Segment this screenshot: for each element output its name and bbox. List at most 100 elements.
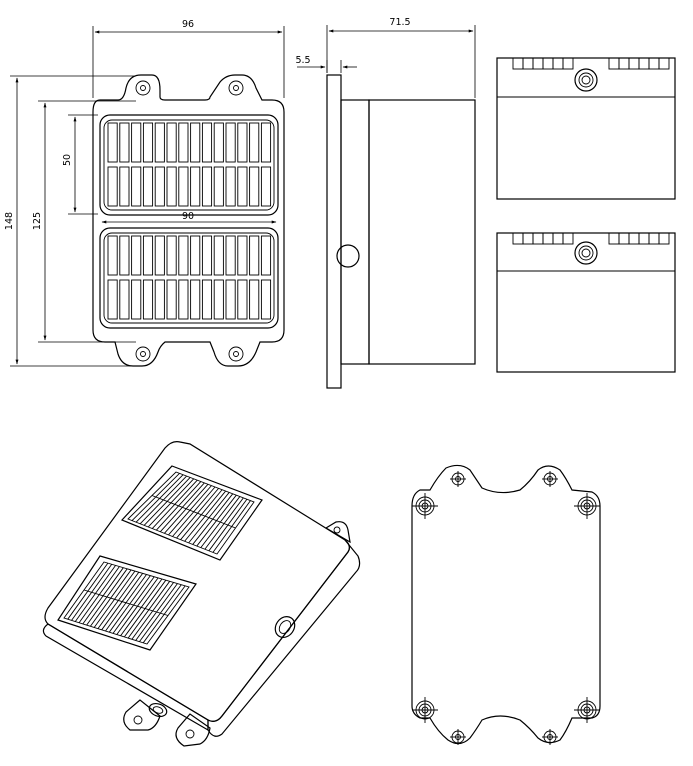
solar-cell: [237, 279, 248, 320]
top-view-upper: [496, 57, 676, 200]
iso-left-face: [42, 623, 209, 732]
solar-cell: [178, 279, 189, 320]
iso-cable-gland: [274, 616, 296, 638]
dim-label-96: 96: [182, 19, 194, 30]
solar-panel-top: [99, 114, 279, 216]
solar-cell: [237, 235, 248, 276]
iso-solar-cells-upper: [131, 473, 251, 553]
front-view: 96 148 125 50 90: [4, 19, 285, 367]
solar-cell: [190, 166, 201, 207]
solar-cell: [237, 166, 248, 207]
solar-cell: [260, 122, 272, 163]
solar-cell: [201, 122, 213, 163]
solar-panel-bottom: [99, 227, 279, 329]
dim-label-71-5: 71.5: [389, 17, 410, 28]
solar-cell: [225, 235, 236, 276]
bottom-hole-bl: [412, 697, 438, 723]
solar-cell: [154, 166, 165, 207]
solar-cell: [142, 279, 154, 320]
top-view-lower-outline: [496, 232, 676, 373]
solar-cell: [107, 279, 118, 320]
solar-cell: [178, 235, 189, 276]
solar-cell: [260, 166, 272, 207]
solar-cell: [213, 279, 224, 320]
iso-front-face: [207, 539, 361, 737]
solar-cell: [225, 166, 236, 207]
bottom-view-outline: [411, 464, 601, 745]
dim-label-90: 90: [182, 211, 194, 222]
solar-cell: [154, 235, 165, 276]
dim-label-125: 125: [32, 212, 43, 230]
solar-cell: [178, 166, 189, 207]
top-view-lower-gland: [574, 241, 598, 265]
top-view-upper-outline: [496, 57, 676, 200]
iso-mount-tab-front-right: [175, 713, 211, 747]
iso-bottom-gland: [148, 702, 168, 718]
solar-cell: [213, 235, 224, 276]
bottom-ear-hole-top-right: [542, 471, 558, 487]
solar-cell: [260, 235, 272, 276]
solar-cell: [225, 122, 236, 163]
solar-cell: [260, 279, 272, 320]
iso-solar-panel-lower: [57, 555, 197, 651]
side-lid: [340, 99, 370, 365]
top-view-lower: [496, 232, 676, 373]
solar-cell: [142, 235, 154, 276]
solar-cell: [213, 166, 224, 207]
bottom-hole-tr: [574, 493, 600, 519]
solar-cell: [249, 279, 260, 320]
solar-cell: [131, 122, 142, 163]
side-flange: [326, 74, 342, 389]
solar-cell: [119, 235, 130, 276]
side-body: [368, 99, 476, 365]
bottom-hole-tl: [412, 493, 438, 519]
solar-cell: [190, 235, 201, 276]
solar-cell: [107, 166, 118, 207]
bottom-mount-view: [411, 464, 601, 745]
solar-cell: [237, 122, 248, 163]
bottom-ear-hole-bottom-left: [450, 729, 466, 745]
mount-hole-top-left: [135, 80, 151, 96]
solar-cell: [201, 235, 213, 276]
solar-cell: [142, 166, 154, 207]
isometric-view: [42, 441, 361, 747]
solar-cell: [131, 279, 142, 320]
solar-cell: [249, 122, 260, 163]
solar-cell: [190, 122, 201, 163]
top-view-upper-gland: [574, 68, 598, 92]
iso-mount-tab-back: [324, 521, 351, 544]
mount-hole-top-right: [228, 80, 244, 96]
iso-solar-panel-upper: [120, 465, 263, 561]
solar-cell: [107, 122, 118, 163]
dim-label-50: 50: [62, 154, 73, 166]
solar-cell: [131, 235, 142, 276]
solar-cell: [142, 122, 154, 163]
solar-cells-top: [107, 122, 272, 207]
dim-label-5-5: 5.5: [295, 55, 310, 66]
solar-cell: [166, 235, 177, 276]
side-view: 71.5 5.5: [295, 17, 476, 389]
dim-label-148: 148: [4, 212, 15, 230]
solar-cell: [201, 279, 213, 320]
solar-cell: [154, 122, 165, 163]
solar-cell: [249, 235, 260, 276]
iso-solar-cells-lower: [67, 562, 186, 644]
solar-cell: [213, 122, 224, 163]
solar-cell: [119, 122, 130, 163]
bottom-hole-br: [574, 697, 600, 723]
solar-cell: [178, 122, 189, 163]
iso-mount-tab-front-left: [123, 699, 161, 731]
mount-hole-bottom-right: [228, 346, 244, 362]
solar-cell: [249, 166, 260, 207]
solar-cell: [131, 166, 142, 207]
bottom-ear-hole-bottom-right: [542, 729, 558, 745]
solar-cell: [190, 279, 201, 320]
iso-top-face: [44, 441, 351, 722]
solar-cell: [119, 166, 130, 207]
mount-hole-bottom-left: [135, 346, 151, 362]
solar-cell: [119, 279, 130, 320]
solar-cell: [166, 122, 177, 163]
solar-cell: [166, 279, 177, 320]
bottom-ear-hole-top-left: [450, 471, 466, 487]
